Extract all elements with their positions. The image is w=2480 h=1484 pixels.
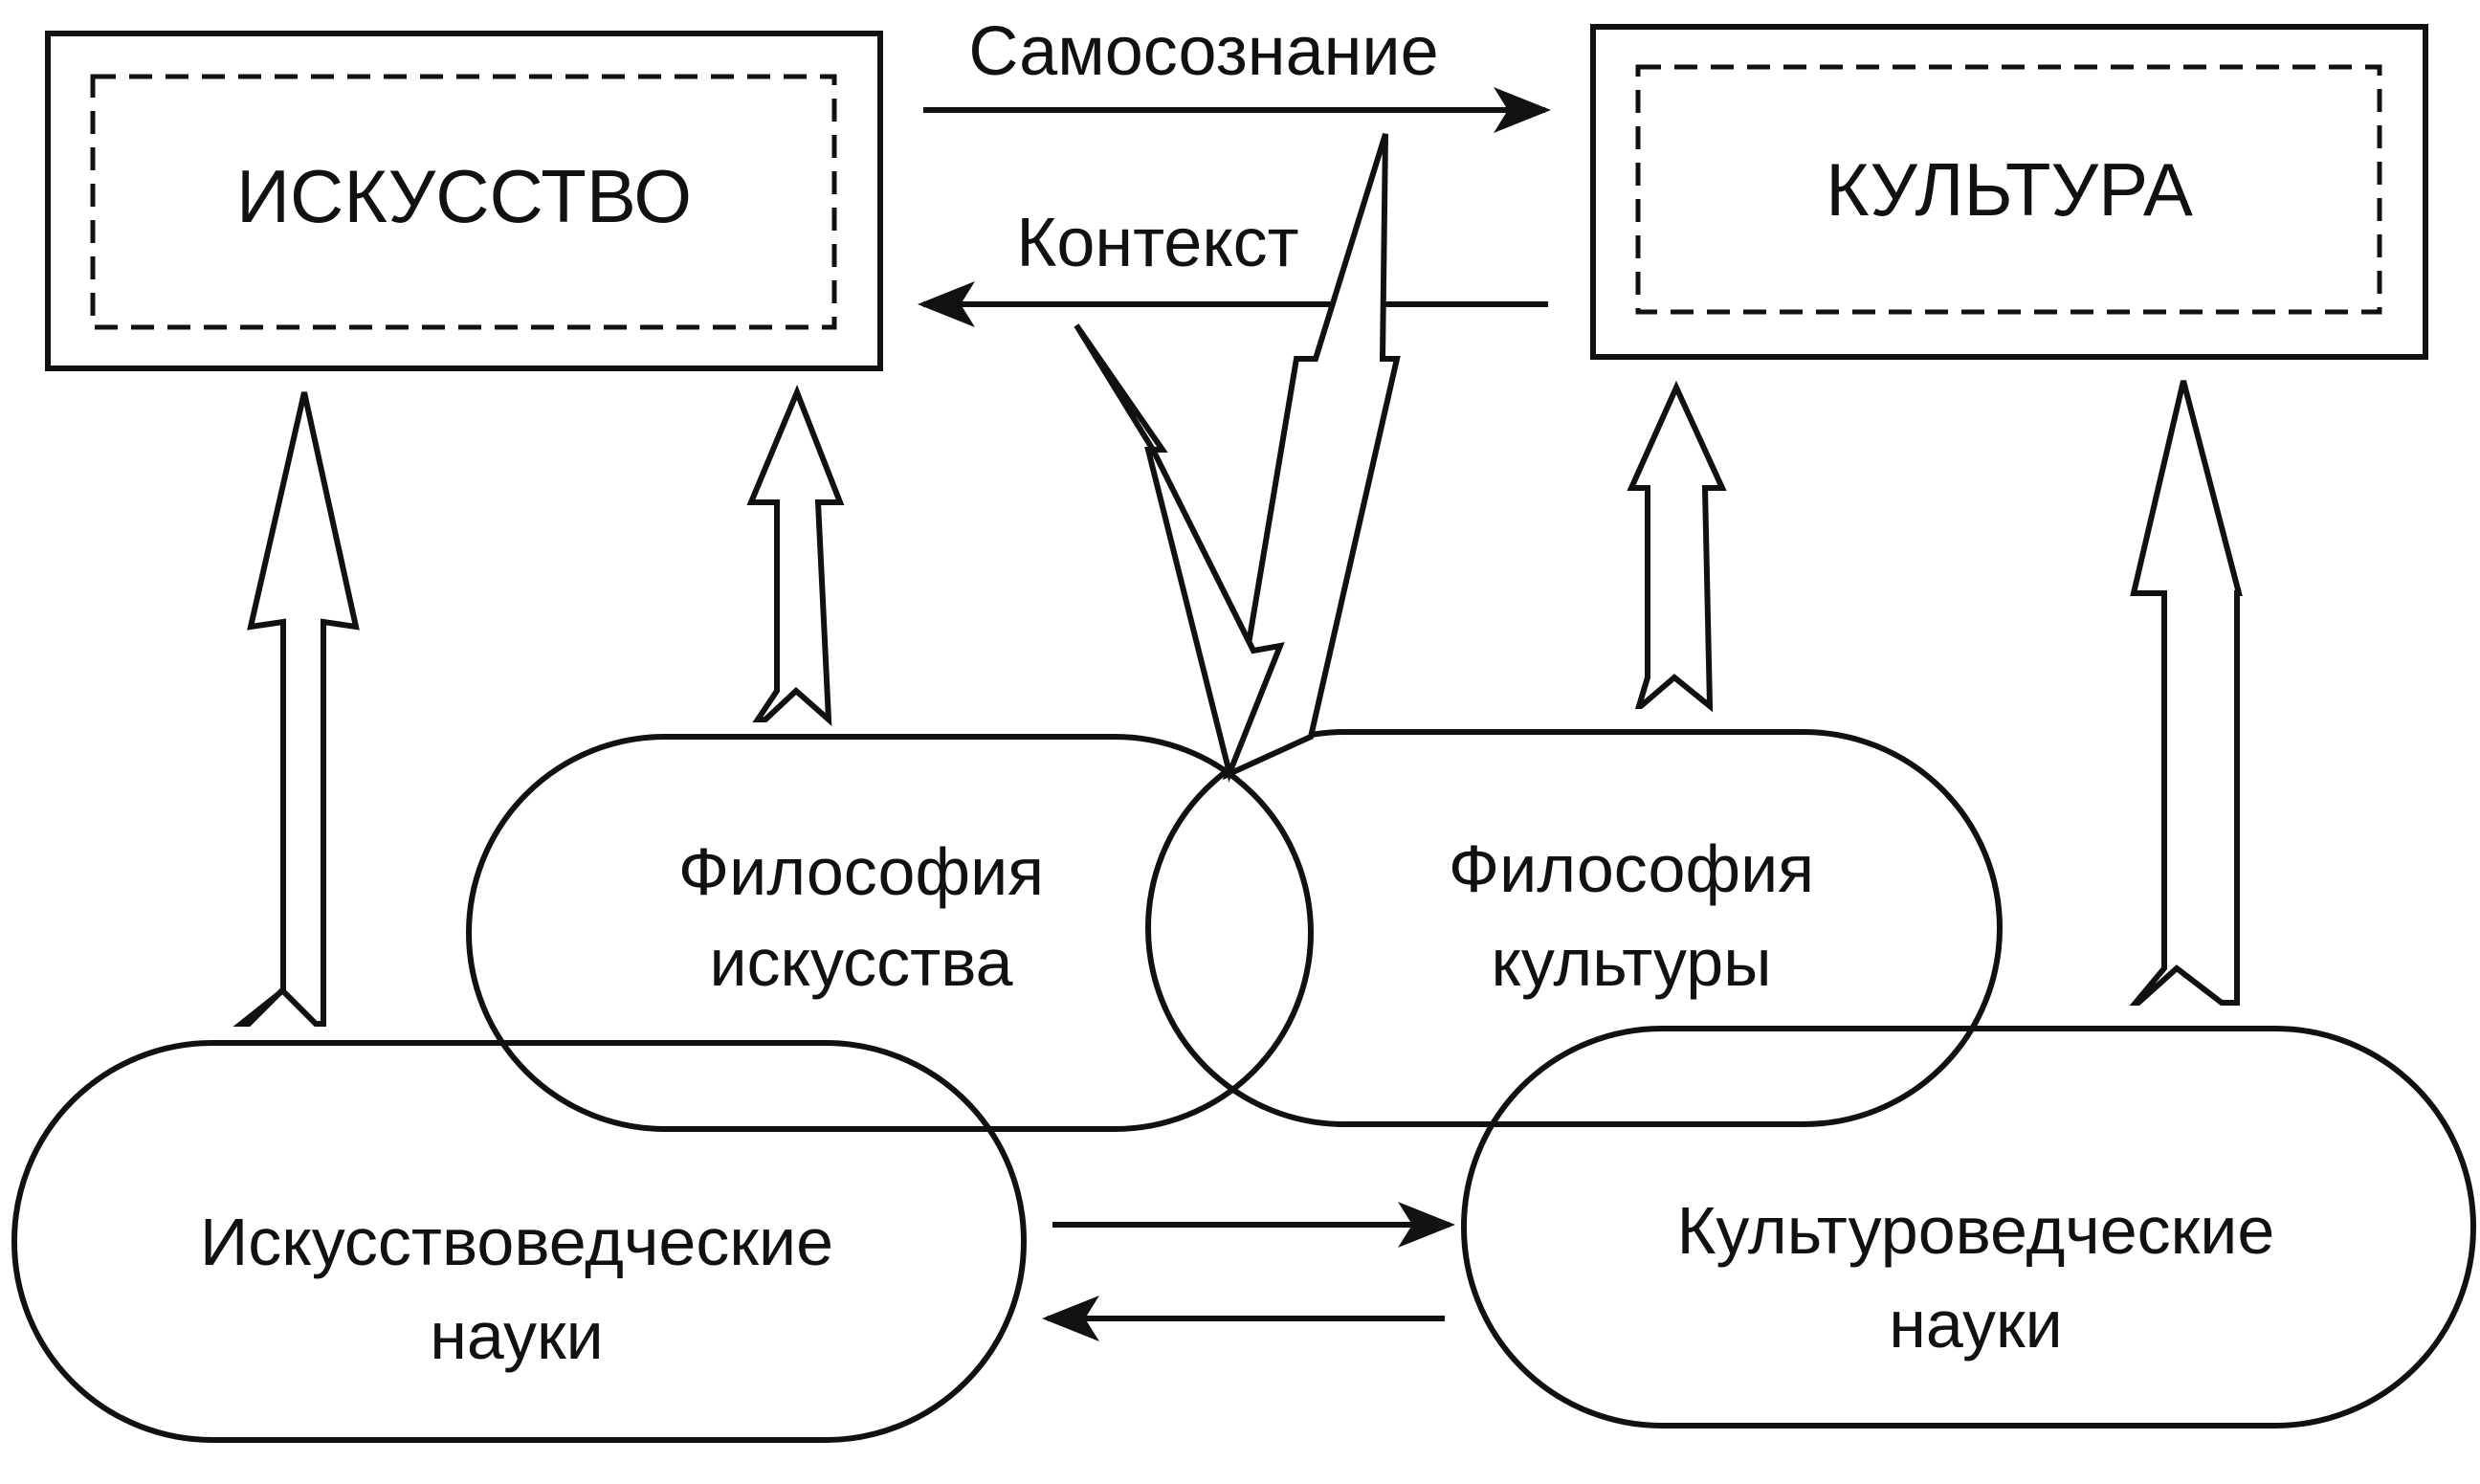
philosophy-art-up-arrow: [746, 384, 845, 726]
art-sciences-up-arrow: [232, 391, 360, 1027]
culture-sciences-line2: науки: [1889, 1287, 2063, 1362]
culture-sciences-line1: Культуроведческие: [1677, 1193, 2275, 1268]
art-sciences-line1: Искусствоведческие: [200, 1205, 833, 1279]
self-awareness-label: Самосознание: [968, 13, 1438, 90]
art-box: ИСКУССТВО: [45, 31, 883, 371]
philosophy-culture-up-arrow: [1627, 380, 1727, 713]
self-awareness-up-arrow: [1223, 133, 1401, 781]
culture-box-label: КУЛЬТУРА: [1826, 147, 2193, 232]
culture-sciences-oval: Культуроведческие науки: [1461, 1026, 2476, 1429]
art-sciences-line2: науки: [430, 1298, 604, 1373]
art-sciences-oval: Искусствоведческие науки: [11, 1040, 1027, 1443]
philosophy-culture-line1: Философия: [1449, 831, 1814, 906]
culture-box: КУЛЬТУРА: [1590, 24, 2428, 360]
philosophy-art-line2: искусства: [709, 925, 1012, 1000]
culture-sciences-up-arrow: [2129, 380, 2243, 1006]
context-up-arrow: [1074, 323, 1285, 783]
context-label: Контекст: [1016, 205, 1298, 281]
philosophy-art-oval: Философия искусства: [466, 734, 1314, 1132]
philosophy-culture-line2: культуры: [1491, 925, 1771, 1000]
art-box-label: ИСКУССТВО: [236, 154, 692, 238]
philosophy-culture-oval: Философия культуры: [1145, 729, 2003, 1127]
philosophy-art-line1: Философия: [678, 834, 1044, 909]
